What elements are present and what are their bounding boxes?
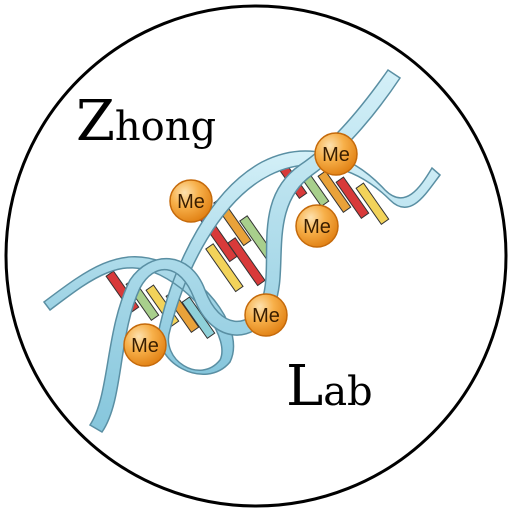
methyl-label: Me [303, 216, 331, 238]
methyl-group-marker-3: Me [295, 204, 339, 248]
title-zhong-initial: Z [76, 89, 115, 154]
logo-border-circle [4, 4, 508, 508]
title-zhong-rest: hong [115, 104, 216, 150]
methyl-label: Me [177, 191, 205, 213]
methyl-group-marker-1: Me [314, 132, 358, 176]
title-lab-rest: ab [323, 369, 372, 415]
dna-backbone-strand-a [42, 150, 442, 375]
methyl-group-marker-5: Me [123, 323, 167, 367]
methyl-label: Me [322, 144, 350, 166]
methyl-label: Me [252, 305, 280, 327]
methyl-group-marker-2: Me [169, 179, 213, 223]
title-lab: Lab [286, 354, 373, 419]
title-zhong: Zhong [76, 89, 216, 154]
title-lab-initial: L [286, 354, 323, 419]
methyl-label: Me [131, 335, 159, 357]
methyl-group-marker-4: Me [244, 293, 288, 337]
